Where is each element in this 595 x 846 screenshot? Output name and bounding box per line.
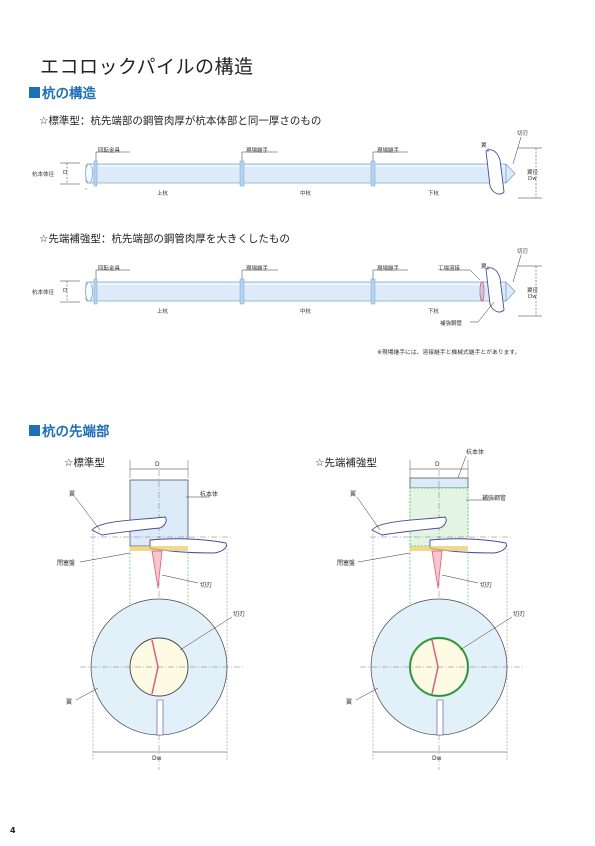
label-dw: Dw: [528, 294, 537, 300]
label-cutting-edge: 切刃: [513, 611, 526, 618]
label-wing-diameter: 翼径: [527, 170, 539, 176]
field-joint: [239, 160, 245, 187]
label-reinforcing-pipe: 補強鋼管: [440, 321, 463, 327]
pile-diagram-reinforced: [60, 254, 542, 323]
label-cutting-edge: 切刃: [517, 131, 529, 137]
body-diameter-dimension: [60, 162, 80, 185]
standard-heading: ☆標準型：杭先端部の鋼管肉厚が杭本体部と同一厚さのもの: [39, 115, 322, 127]
label-factory-weld: 工場溶接: [438, 266, 461, 272]
label-dw: Dw: [152, 755, 162, 762]
label-d: D: [435, 461, 440, 468]
label-wing: 翼: [481, 264, 487, 270]
wing-shape: [485, 267, 505, 313]
label-lower-pile: 下杭: [428, 309, 440, 315]
label-field-joint: 現場継手: [377, 148, 400, 154]
tip-diagram-standard: [74, 460, 245, 770]
label-wing: 翼: [69, 491, 76, 498]
section-heading-pile-structure: 杭の構造: [29, 82, 96, 102]
rotating-fitting: [93, 278, 98, 305]
section-title: 杭の先端部: [42, 424, 110, 440]
page-title: エコロックパイルの構造: [40, 56, 254, 78]
factory-weld: [479, 281, 485, 302]
tip-reinforced-heading: ☆先端補強型: [315, 457, 377, 469]
label-cutting-edge: 切刃: [233, 611, 246, 618]
label-d: D: [63, 288, 68, 294]
pile-body-tube: [129, 479, 189, 547]
wing-shape: [485, 149, 505, 195]
reinforced-heading: ☆先端補強型：杭先端部の鋼管肉厚を大きくしたもの: [39, 233, 290, 245]
pile-pipe: [85, 163, 507, 184]
pile-pipe: [85, 281, 485, 302]
tip-cone: [505, 280, 516, 303]
label-rotating-fitting: 回転金具: [98, 148, 121, 154]
label-middle-pile: 中杭: [300, 191, 312, 197]
label-cutting-edge: 切刃: [517, 249, 529, 255]
label-d: D: [63, 170, 68, 176]
wing-slot: [156, 699, 164, 736]
label-dw: Dw: [528, 176, 537, 182]
pipe-end: [85, 281, 93, 302]
pipe-end: [85, 163, 93, 184]
label-pile-body: 杭本体: [466, 449, 485, 456]
label-wing: 翼: [350, 491, 357, 498]
cutting-edge: [431, 550, 443, 589]
label-wing: 翼: [481, 143, 487, 149]
label-wing-plan: 翼: [346, 699, 353, 706]
section-heading-pile-tip: 杭の先端部: [29, 420, 110, 440]
field-joint: [370, 160, 376, 187]
label-wing-diameter: 翼径: [527, 288, 539, 294]
label-field-joint: 現場継手: [246, 148, 269, 154]
wing-slot: [436, 699, 444, 736]
field-joint: [239, 278, 245, 305]
label-closing-plate: 閉塞盤: [57, 560, 76, 567]
label-body-diameter: 杭本体径: [32, 172, 55, 178]
label-field-joint: 現場継手: [377, 266, 400, 272]
closing-plate: [130, 546, 188, 551]
label-lower-pile: 下杭: [428, 191, 440, 197]
label-upper-pile: 上杭: [157, 309, 169, 315]
tip-cone: [505, 162, 516, 185]
label-field-joint: 現場継手: [246, 266, 269, 272]
label-dw: Dw: [432, 755, 442, 762]
tip-standard-heading: ☆標準型: [64, 457, 105, 469]
page-number: 4: [10, 826, 16, 835]
label-closing-plate: 閉塞盤: [337, 560, 356, 567]
helical-wing: [91, 516, 167, 536]
section-marker: [29, 86, 40, 98]
label-middle-pile: 中杭: [300, 309, 312, 315]
closing-plate: [410, 546, 468, 551]
joint-note: ※現場継手には、溶接継手と機械式継手とがあります。: [377, 350, 521, 356]
label-cutting-edge: 切刃: [200, 582, 213, 589]
label-rotating-fitting: 回転金具: [98, 266, 121, 272]
label-body-diameter: 杭本体径: [32, 290, 55, 296]
label-pile-body: 杭本体: [200, 491, 219, 498]
tip-diagram-reinforced: [355, 455, 525, 770]
section-marker: [29, 424, 40, 436]
label-cutting-edge: 切刃: [480, 582, 493, 589]
rotating-fitting: [93, 160, 98, 187]
label-d: D: [155, 461, 160, 468]
label-wing-plan: 翼: [66, 699, 73, 706]
section-title: 杭の構造: [42, 86, 96, 102]
label-reinforcing-pipe: 補強鋼管: [482, 495, 507, 502]
field-joint: [370, 278, 376, 305]
cutting-edge: [151, 550, 163, 589]
helical-wing: [371, 516, 447, 536]
label-upper-pile: 上杭: [157, 191, 169, 197]
